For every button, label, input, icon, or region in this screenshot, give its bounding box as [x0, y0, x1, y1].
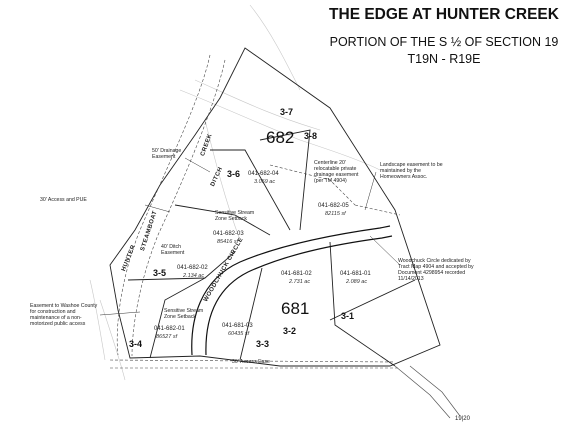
- leader-lines: [99, 157, 401, 316]
- note-access-pue: 30' Access and PUE: [40, 197, 87, 203]
- area-041-682-01: 86527 sf: [156, 334, 178, 340]
- parcel-boundaries: [109, 47, 441, 367]
- note-centerline-easement: Centerline 20' relocatable private drain…: [314, 160, 359, 184]
- note-drainage-easement: 50' Drainage Easement: [152, 148, 182, 160]
- note-landscape-easement: Landscape easement to be maintained by t…: [380, 162, 443, 180]
- lot-3-7: 3-7: [280, 107, 294, 117]
- note-ditch-easement: 40' Ditch Easement: [161, 244, 185, 256]
- easement-lines: [109, 54, 401, 369]
- lot-3-8: 3-8: [304, 131, 318, 141]
- map-title: THE EDGE AT HUNTER CREEK: [329, 6, 559, 23]
- note-stream-setback-1: Sensitive Stream Zone Setback: [215, 210, 255, 222]
- lot-line-3-6-west: [174, 204, 271, 236]
- lot-3-3: 3-3: [256, 339, 270, 349]
- area-041-682-03: 85416 sf: [217, 239, 239, 245]
- block-681-label: 681: [281, 299, 310, 318]
- apn-041-682-04: 041-682-04: [248, 171, 279, 177]
- lot-3-2: 3-2: [283, 326, 297, 336]
- note-stream-setback-2: Sensitive Stream Zone Setback: [164, 308, 204, 320]
- area-041-681-02: 2.731 ac: [289, 279, 311, 285]
- area-041-682-04: 3.059 ac: [254, 179, 276, 185]
- apn-041-682-05: 041-682-05: [318, 203, 349, 209]
- lot-3-4: 3-4: [129, 339, 143, 349]
- note-woodchuck-dedication: Woodchuck Circle dedicated by Tract Map …: [398, 258, 474, 282]
- lot-line-3-6: [210, 149, 291, 231]
- lot-line-3-3: [239, 267, 263, 361]
- se-road: [394, 365, 461, 419]
- outer-boundary: [109, 47, 441, 367]
- apn-041-681-01: 041-681-01: [340, 271, 371, 277]
- area-041-681-01: 2.089 ac: [346, 279, 368, 285]
- terrain-shading: [89, 4, 381, 381]
- township-range: T19N - R19E: [407, 52, 481, 66]
- note-access-ease: 30' Access Ease: [232, 359, 270, 365]
- lot-3-6: 3-6: [227, 169, 241, 179]
- lot-line-3-1: [329, 279, 416, 321]
- lot-3-1: 3-1: [341, 311, 355, 321]
- apn-041-682-02: 041-682-02: [177, 265, 208, 271]
- map-subtitle: PORTION OF THE S ½ OF SECTION 19: [329, 35, 559, 49]
- area-041-682-02: 2.134 ac: [183, 273, 205, 279]
- area-041-681-03: 60435 sf: [228, 331, 250, 337]
- apn-041-681-02: 041-681-02: [281, 271, 312, 277]
- apn-041-682-03: 041-682-03: [213, 231, 244, 237]
- woodchuck-circle-road: [191, 225, 393, 356]
- lot-line-3-4: [149, 277, 206, 359]
- section-corner-label: 19|20: [455, 416, 470, 422]
- apn-041-682-01: 041-682-01: [154, 326, 185, 332]
- lot-3-5: 3-5: [153, 268, 167, 278]
- note-washoe-easement: Easement to Washoe County for constructi…: [30, 303, 98, 327]
- block-682-label: 682: [266, 128, 295, 147]
- lot-line-3-7-3-8: [259, 129, 311, 231]
- lot-line-3-2: [329, 241, 396, 367]
- apn-041-681-03: 041-681-03: [222, 323, 253, 329]
- area-041-682-05: 82115 sf: [325, 211, 346, 217]
